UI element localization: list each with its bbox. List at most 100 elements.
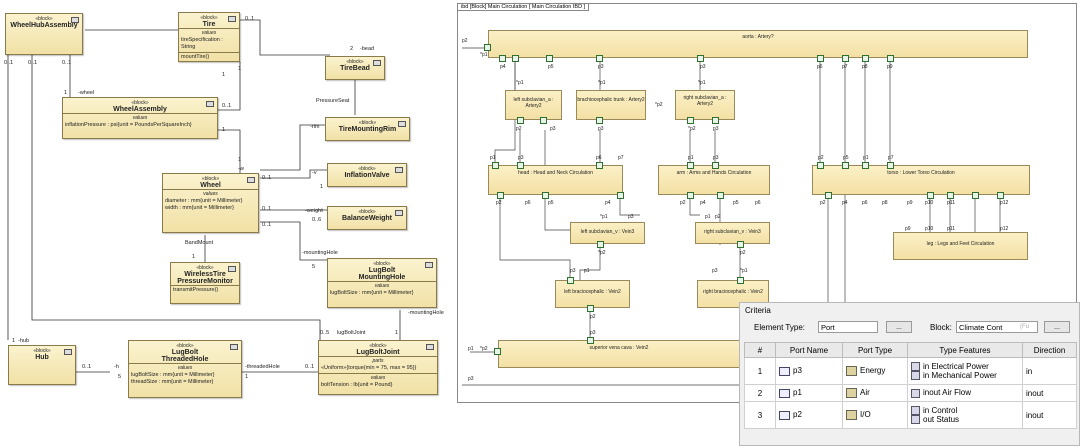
port[interactable] — [887, 162, 894, 169]
multiplicity-label: 1 — [320, 184, 324, 190]
port[interactable] — [587, 337, 594, 344]
block-icon — [373, 60, 381, 66]
port[interactable] — [817, 55, 824, 62]
port-type-cell: Air — [842, 384, 908, 402]
port[interactable] — [517, 162, 524, 169]
port-label: p11 — [947, 226, 955, 232]
element-type-browse-button[interactable]: ... — [886, 321, 912, 333]
port[interactable] — [596, 117, 603, 124]
part-left-braciocephalic[interactable]: left braciocephalic : Vein2 — [555, 280, 630, 308]
port[interactable] — [587, 305, 594, 312]
multiplicity-label: 5 — [312, 264, 316, 270]
block-inflationvalve[interactable]: «block» InflationValve — [327, 163, 407, 187]
part-superior-vena-cava[interactable]: superior vena cava : Vein2 — [498, 340, 740, 368]
port[interactable] — [687, 192, 694, 199]
port-label: *p2 — [480, 346, 488, 352]
port[interactable] — [596, 162, 603, 169]
port[interactable] — [972, 192, 979, 199]
part-aorta[interactable]: aorta : Artery? — [488, 30, 1028, 58]
stereotype: «block» — [358, 120, 377, 126]
block-tirebead[interactable]: «block» TireBead — [325, 56, 385, 80]
table-row[interactable]: 2 p1 Air inout Air Flow inout — [744, 384, 1077, 402]
port[interactable] — [842, 55, 849, 62]
column-header[interactable]: Type Features — [907, 342, 1023, 358]
port-icon — [779, 366, 790, 376]
direction-cell: inout — [1022, 384, 1077, 402]
block-tiremountingrim[interactable]: «block» TireMountingRim — [325, 117, 410, 141]
block-browse-button[interactable]: ... — [1044, 321, 1070, 333]
column-header[interactable]: Port Type — [842, 342, 908, 358]
port[interactable] — [737, 241, 744, 248]
port[interactable] — [492, 162, 499, 169]
port[interactable] — [947, 192, 954, 199]
port[interactable] — [517, 117, 524, 124]
port[interactable] — [542, 192, 549, 199]
port[interactable] — [825, 192, 832, 199]
port[interactable] — [499, 55, 506, 62]
part-brachiocephalic-trunk[interactable]: brachiocephalic trunk : Artery2 — [576, 90, 646, 120]
port-label: *p2 — [655, 102, 663, 108]
port[interactable] — [862, 162, 869, 169]
port[interactable] — [817, 162, 824, 169]
stereotype: «block» — [131, 100, 149, 106]
port[interactable] — [717, 192, 724, 199]
port[interactable] — [887, 55, 894, 62]
port[interactable] — [927, 192, 934, 199]
port[interactable] — [512, 55, 519, 62]
part-left-subclavian-v[interactable]: left subclavian_v : Vein3 — [570, 222, 645, 244]
element-type-field[interactable] — [818, 321, 878, 333]
port[interactable] — [484, 44, 491, 51]
port[interactable] — [737, 277, 744, 284]
multiplicity-label: 0..1 — [222, 103, 232, 109]
part-right-subclavian-a[interactable]: right subclavian_a : Artery2 — [675, 90, 735, 120]
block-wirelesstirepressuremonitor[interactable]: «block» WirelessTire PressureMonitor tra… — [170, 262, 240, 304]
port[interactable] — [540, 117, 547, 124]
part-left-subclavian-a[interactable]: left subclavian_a : Artery2 — [505, 90, 562, 120]
port[interactable] — [617, 192, 624, 199]
port[interactable] — [597, 241, 604, 248]
block-name: WheelAssembly — [113, 106, 167, 113]
port[interactable] — [546, 55, 553, 62]
part-right-braciocephalic[interactable]: right braciocephalic : Vein2 — [697, 280, 769, 308]
block-name-line2: PressureMonitor — [177, 278, 233, 285]
port[interactable] — [697, 55, 704, 62]
port[interactable] — [596, 55, 603, 62]
port[interactable] — [687, 162, 694, 169]
operations-compartment: transmitPressure() — [171, 285, 239, 295]
table-row[interactable]: 1 p3 Energy in Electrical Power in Mecha… — [744, 357, 1077, 385]
port[interactable] — [497, 192, 504, 199]
block-field[interactable] — [956, 321, 1038, 333]
port[interactable] — [567, 277, 574, 284]
port[interactable] — [862, 55, 869, 62]
block-lugboltjoint[interactable]: «block» LugBoltJoint parts«Uniform»{torq… — [318, 340, 438, 395]
port[interactable] — [712, 117, 719, 124]
port[interactable] — [997, 192, 1004, 199]
block-wheelhubassembly[interactable]: «block» WheelHubAssembly — [5, 13, 83, 55]
column-header[interactable]: Port Name — [775, 342, 843, 358]
port[interactable] — [494, 348, 501, 355]
table-row[interactable]: 3 p2 I/O in Control out Status inout — [744, 401, 1077, 429]
part-head[interactable]: head : Head and Neck Circulation — [488, 165, 623, 195]
block-balanceweight[interactable]: «block» BalanceWeight — [327, 206, 407, 230]
port-label: p6 — [862, 200, 868, 206]
part-right-subclavian-v[interactable]: right subclavian_v : Vein3 — [695, 222, 770, 244]
multiplicity-label: 0..1 — [262, 175, 272, 181]
port[interactable] — [712, 162, 719, 169]
block-field-hint: (Fu — [1020, 324, 1029, 330]
block-name: TireBead — [340, 65, 370, 72]
part-leg[interactable]: leg : Legs and Feet Circulation — [893, 232, 1028, 260]
column-header[interactable]: # — [744, 342, 776, 358]
port[interactable] — [842, 162, 849, 169]
role-label: -weight — [305, 208, 323, 214]
part-torso[interactable]: torso : Lower Torso Circulation — [812, 165, 1030, 195]
block-hub[interactable]: «block» Hub — [8, 345, 76, 385]
column-header[interactable]: Direction — [1022, 342, 1077, 358]
operations-compartment: mountTire() — [179, 52, 239, 62]
part-arm[interactable]: arm : Arms and Hands Circulation — [658, 165, 770, 195]
port[interactable] — [687, 117, 694, 124]
